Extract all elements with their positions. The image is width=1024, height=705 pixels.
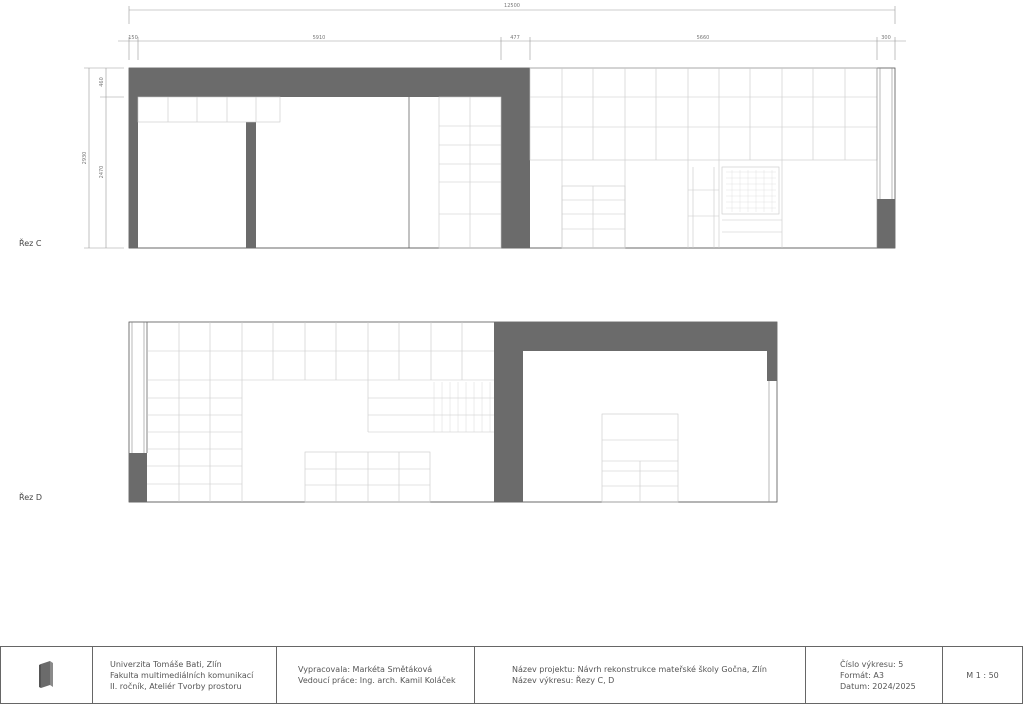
logo-cell — [1, 647, 93, 703]
project-name: Název projektu: Návrh rekonstrukce mateř… — [512, 665, 767, 674]
faculty-name: Fakulta multimediálních komunikací — [110, 670, 254, 680]
university-name: Univerzita Tomáše Bati, Zlín — [110, 659, 222, 669]
dim-height-top: 460 — [99, 77, 105, 87]
dim-seg-5: 300 — [881, 35, 891, 41]
drawing-date: Datum: 2024/2025 — [840, 681, 916, 691]
scale: M 1 : 50 — [966, 670, 999, 680]
dim-height-outer: 2930 — [82, 152, 88, 165]
dim-height-inner: 2470 — [99, 166, 105, 179]
paper-format: Formát: A3 — [840, 670, 884, 680]
sheet-number: Číslo výkresu: 5 — [840, 659, 904, 669]
section-c-label: Řez C — [19, 239, 42, 248]
supervisor: Vedoucí práce: Ing. arch. Kamil Koláček — [298, 676, 456, 685]
project-cell: Název projektu: Návrh rekonstrukce mateř… — [475, 647, 806, 703]
author: Vypracovala: Markéta Smětáková — [298, 665, 433, 674]
author-cell: Vypracovala: Markéta Smětáková Vedoucí p… — [277, 647, 475, 703]
dim-seg-2: 5910 — [313, 35, 326, 41]
drawing-name: Název výkresu: Řezy C, D — [512, 676, 615, 685]
dim-overall: 12500 — [504, 3, 520, 9]
title-block: Univerzita Tomáše Bati, Zlín Fakulta mul… — [0, 646, 1023, 704]
university-cell: Univerzita Tomáše Bati, Zlín Fakulta mul… — [93, 647, 277, 703]
scale-cell: M 1 : 50 — [943, 647, 1022, 703]
dimension-lines — [84, 6, 906, 249]
section-d — [128, 321, 778, 503]
study-year: II. ročník, Ateliér Tvorby prostoru — [110, 681, 242, 691]
dim-seg-1: 150 — [128, 35, 138, 41]
dim-seg-4: 5660 — [697, 35, 710, 41]
section-d-label: Řez D — [19, 493, 43, 502]
sheet-cell: Číslo výkresu: 5 Formát: A3 Datum: 2024/… — [806, 647, 943, 703]
dim-seg-3: 477 — [510, 35, 520, 41]
section-drawing: 12500 150 5910 477 5660 300 2930 460 247… — [82, 3, 906, 503]
book-icon — [38, 661, 53, 688]
section-c — [128, 67, 896, 249]
